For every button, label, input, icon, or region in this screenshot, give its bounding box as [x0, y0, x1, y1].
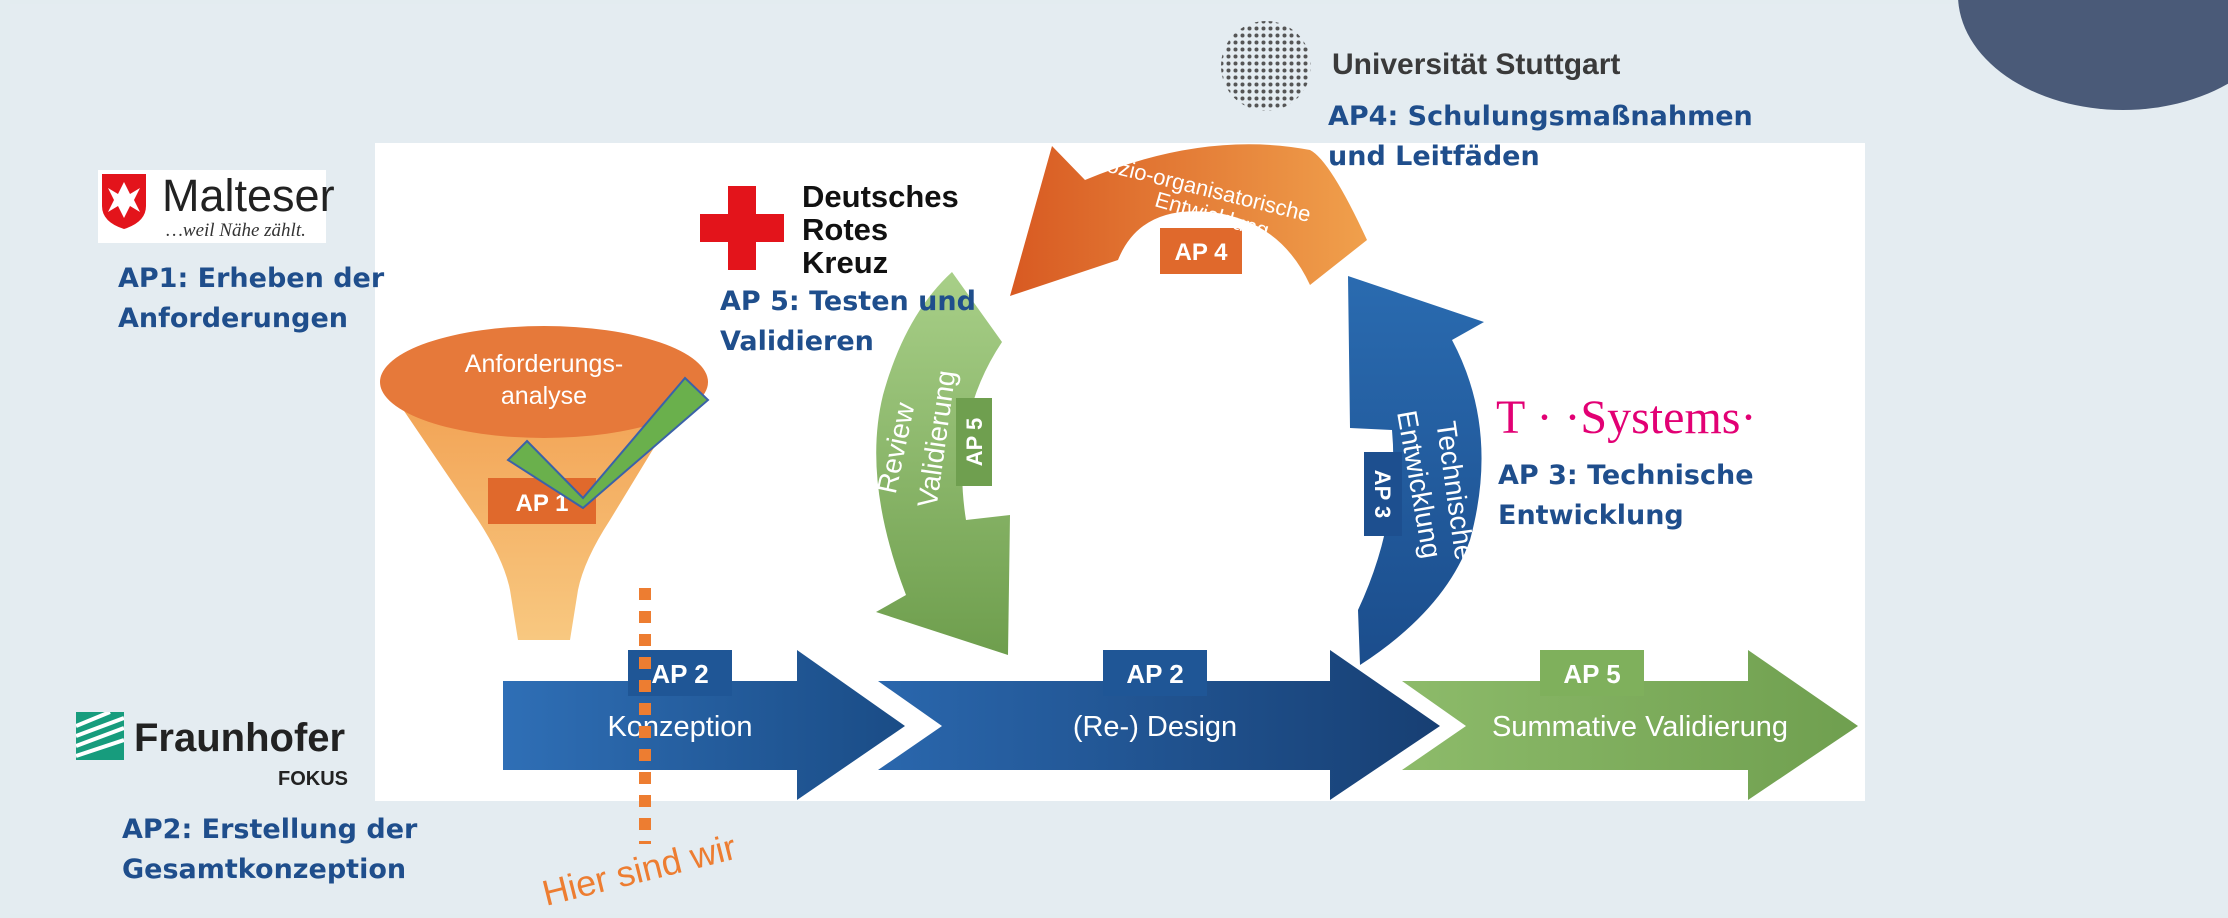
arrow-design-badge: AP 2	[1126, 659, 1183, 689]
tsystems-logo: T · ·Systems·	[1496, 391, 1757, 444]
ap5-caption: AP 5: Testen und Validieren	[720, 282, 976, 362]
malteser-tagline: …weil Nähe zählt.	[166, 220, 306, 241]
ap3-caption: AP 3: Technische Entwicklung	[1498, 456, 1754, 536]
socio-badge: AP 4	[1175, 239, 1229, 266]
maltese-cross-icon	[102, 174, 146, 229]
stuttgart-dot-logo-icon	[1221, 21, 1311, 111]
technical-arrow	[1348, 276, 1484, 665]
malteser-logo: Malteser …weil Nähe zählt.	[98, 170, 335, 243]
drk-line2: Rotes	[802, 212, 889, 247]
ap4-caption-line2: und Leitfäden	[1328, 141, 1540, 172]
arrow-summative	[1402, 650, 1858, 800]
fraunhofer-sub: FOKUS	[278, 768, 348, 790]
arrow-summative-label: Summative Validierung	[1492, 711, 1788, 743]
socio-arrow	[1010, 144, 1367, 296]
arrow-konzeption-badge: AP 2	[651, 659, 708, 689]
ap4-caption-line1: AP4: Schulungsmaßnahmen	[1328, 101, 1753, 132]
ap2-caption-line2: Gesamtkonzeption	[122, 854, 407, 885]
arrow-summative-badge: AP 5	[1563, 659, 1620, 689]
funnel-badge: AP 1	[516, 490, 569, 517]
checkmark-icon	[506, 376, 710, 510]
red-cross-icon	[700, 186, 784, 270]
review-arrow	[876, 272, 1010, 655]
fraunhofer-logo: Fraunhofer FOKUS	[76, 712, 356, 796]
ap5-caption-line1: AP 5: Testen und	[720, 286, 976, 317]
ap1-caption: AP1: Erheben der Anforderungen	[118, 259, 384, 339]
drk-line3: Kreuz	[802, 245, 889, 280]
ap5-caption-line2: Validieren	[720, 326, 874, 357]
funnel-label-line1: Anforderungs-	[465, 350, 623, 378]
review-badge: AP 5	[962, 418, 987, 467]
drk-name: Deutsches Rotes Kreuz	[802, 180, 959, 279]
drk-line1: Deutsches	[802, 179, 959, 214]
ap3-caption-line1: AP 3: Technische	[1498, 460, 1754, 491]
ap2-caption-line1: AP2: Erstellung der	[122, 814, 418, 845]
ap1-caption-line1: AP1: Erheben der	[118, 263, 385, 294]
arrow-design	[878, 650, 1440, 800]
arrow-design-label: (Re-) Design	[1073, 711, 1237, 743]
funnel-label-line2: analyse	[501, 382, 587, 410]
current-position-label: Hier sind wir	[538, 826, 740, 914]
fraunhofer-mark-icon	[76, 712, 124, 760]
malteser-name: Malteser	[162, 170, 335, 221]
ap3-caption-line2: Entwicklung	[1498, 500, 1684, 531]
ap2-caption: AP2: Erstellung der Gesamtkonzeption	[122, 810, 417, 890]
ap4-caption: AP4: Schulungsmaßnahmen und Leitfäden	[1328, 97, 1753, 177]
stuttgart-name: Universität Stuttgart	[1332, 48, 1621, 81]
fraunhofer-name: Fraunhofer	[134, 716, 346, 760]
technical-badge: AP 3	[1370, 470, 1395, 519]
arrow-konzeption-label: Konzeption	[607, 711, 752, 743]
ap1-caption-line2: Anforderungen	[118, 303, 348, 334]
